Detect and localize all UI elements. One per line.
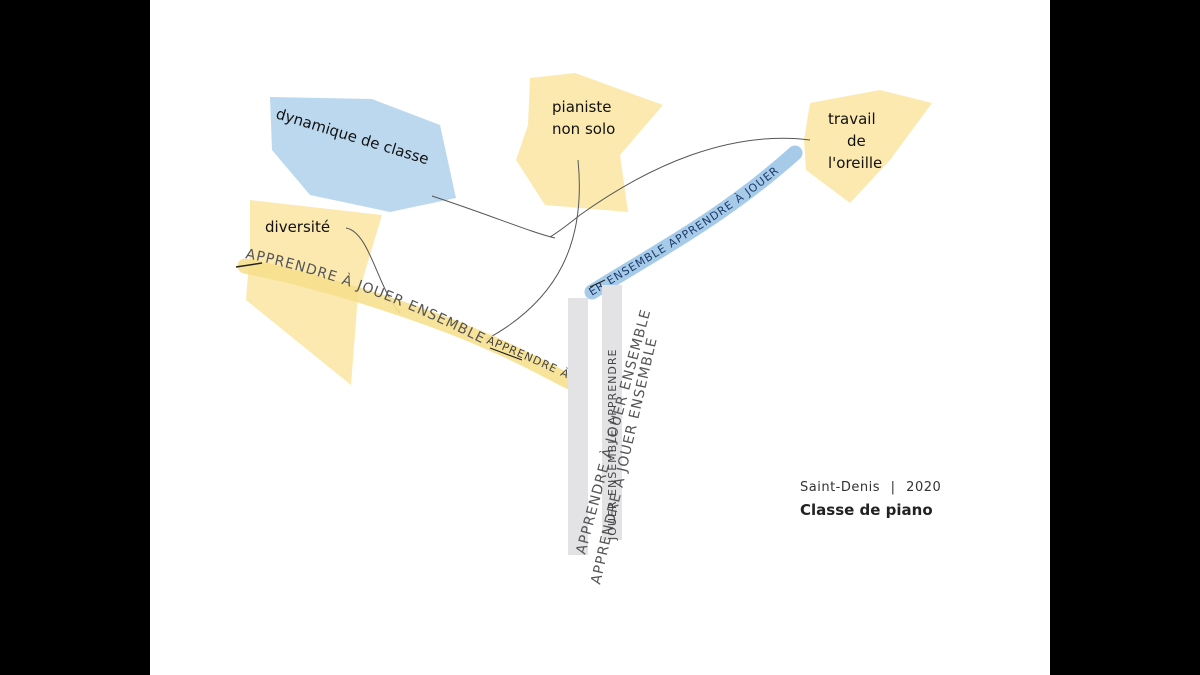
footer-title: Classe de piano <box>800 501 933 519</box>
node-label-travail-line2: de <box>847 132 866 150</box>
band-yellow-highlight <box>237 258 578 390</box>
footer-separator: | <box>890 480 896 495</box>
footer-caption: Saint-Denis | 2020 Classe de piano <box>800 480 941 519</box>
node-label-travail-line1: travail <box>828 110 876 128</box>
connector-travail <box>549 137 811 238</box>
shape-dynamique <box>270 97 456 212</box>
band-vertical-label-3: JOUER ENSEMBLE APPRENDRE <box>606 349 619 541</box>
shape-pianiste <box>516 73 663 212</box>
band-yellow-tail-label: APPRENDRE À <box>485 334 571 382</box>
strike-blue-start <box>589 279 606 288</box>
footer-place-line: Saint-Denis | 2020 <box>800 480 941 495</box>
shape-travail <box>804 90 932 203</box>
band-vertical-grey-2 <box>602 285 622 540</box>
footer-year: 2020 <box>906 480 942 495</box>
strike-yellow-tail <box>489 347 523 361</box>
band-blue-highlight <box>584 145 803 300</box>
shape-diversite <box>246 200 382 385</box>
connector-dynamique <box>431 195 556 239</box>
connector-pianiste <box>484 159 580 341</box>
slide-canvas: APPRENDRE À JOUER ENSEMBLE APPRENDRE À E… <box>150 0 1050 675</box>
node-label-pianiste-line2: non solo <box>552 120 615 138</box>
strike-left <box>235 262 263 268</box>
band-vertical-grey <box>568 298 588 555</box>
node-label-pianiste-line1: pianiste <box>552 98 611 116</box>
concept-map: APPRENDRE À JOUER ENSEMBLE APPRENDRE À E… <box>235 73 932 586</box>
svg-text:APPRENDRE À: APPRENDRE À <box>485 334 572 382</box>
node-label-diversite: diversité <box>265 218 330 236</box>
node-label-travail-line3: l'oreille <box>828 154 882 172</box>
footer-place: Saint-Denis <box>800 480 880 495</box>
